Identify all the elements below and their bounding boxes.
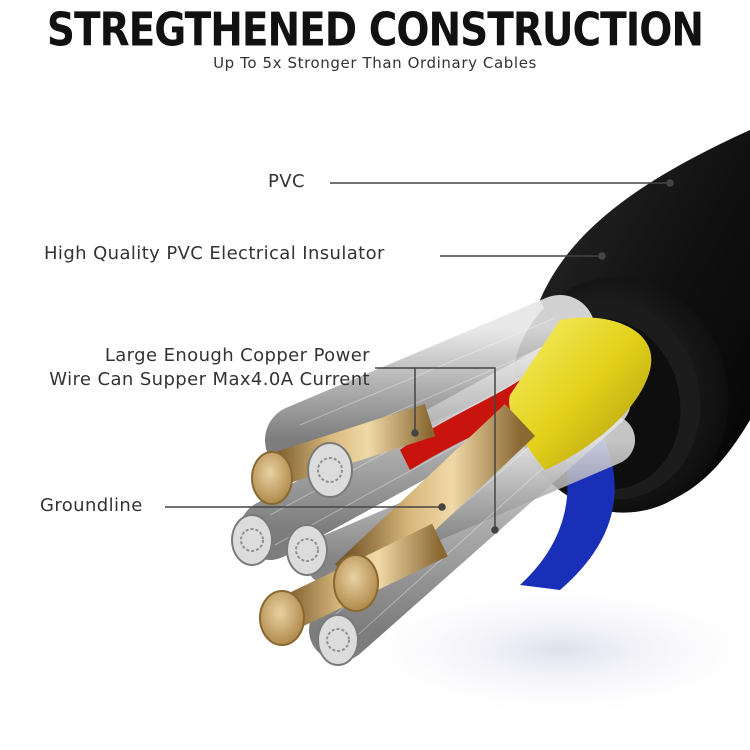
label-copper-wire: Large Enough Copper Power Wire Can Suppe… — [49, 344, 370, 392]
silver-strand-end-caps — [231, 442, 359, 666]
label-pvc: PVC — [268, 171, 305, 192]
label-insulator: High Quality PVC Electrical Insulator — [44, 243, 385, 264]
label-groundline: Groundline — [40, 495, 143, 516]
leader-lines — [165, 179, 674, 534]
label-copper-line-2: Wire Can Supper Max4.0A Current — [49, 369, 370, 390]
yellow-wire — [509, 317, 652, 470]
page-subtitle: Up To 5x Stronger Than Ordinary Cables — [213, 54, 537, 72]
red-wire — [400, 380, 530, 470]
copper-end-cap — [251, 451, 293, 505]
copper-end-cap — [259, 590, 305, 646]
label-copper-line-1: Large Enough Copper Power — [104, 345, 370, 366]
copper-end-cap — [333, 554, 379, 612]
floor-reflection — [340, 580, 750, 720]
page-title: STREGTHENED CONSTRUCTION — [46, 4, 704, 58]
